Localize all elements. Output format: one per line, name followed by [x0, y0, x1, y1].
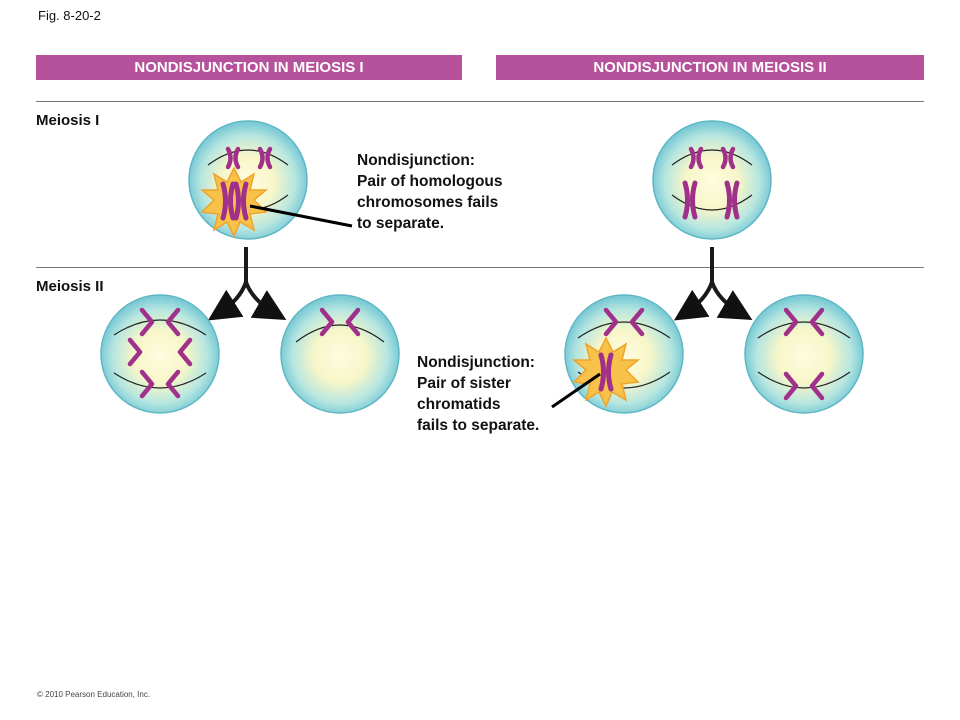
annotation-2-line-3: chromatids — [417, 396, 501, 413]
annotation-sister-nondisjunction: Nondisjunction: Pair of sister chromatid… — [417, 352, 539, 436]
pointer-arrow-2 — [551, 372, 601, 409]
copyright-notice: © 2010 Pearson Education, Inc. — [37, 690, 151, 699]
row-label-meiosis-i: Meiosis I — [36, 112, 100, 129]
row-label-meiosis-ii: Meiosis II — [36, 278, 104, 295]
annotation-1-line-3: chromosomes fails — [357, 194, 499, 211]
branch-arrows-left — [207, 247, 287, 321]
cell-meiosis-i-right — [652, 120, 772, 240]
meiosis-i-banner: NONDISJUNCTION IN MEIOSIS I — [36, 55, 462, 80]
annotation-2-line-4: fails to separate. — [417, 417, 540, 434]
cell-meiosis-ii-right-a — [564, 294, 684, 414]
cell-meiosis-ii-left-a — [100, 294, 220, 414]
cell-meiosis-ii-right-b — [744, 294, 864, 414]
annotation-1-line-4: to separate. — [357, 215, 445, 232]
annotation-2-line-1: Nondisjunction: — [417, 354, 535, 371]
annotation-1-line-2: Pair of homologous — [357, 173, 503, 190]
meiosis-ii-banner: NONDISJUNCTION IN MEIOSIS II — [496, 55, 924, 80]
branch-arrows-right — [673, 247, 753, 321]
annotation-homologous-nondisjunction: Nondisjunction: Pair of homologous chrom… — [357, 150, 503, 234]
cell-meiosis-i-left — [188, 120, 308, 240]
figure-label: Fig. 8-20-2 — [38, 8, 101, 23]
pointer-arrow-1 — [249, 204, 353, 228]
divider-top — [36, 101, 924, 102]
annotation-1-line-1: Nondisjunction: — [357, 152, 475, 169]
divider-middle — [36, 267, 924, 268]
annotation-2-line-2: Pair of sister — [417, 375, 511, 392]
cell-meiosis-ii-left-b — [280, 294, 400, 414]
